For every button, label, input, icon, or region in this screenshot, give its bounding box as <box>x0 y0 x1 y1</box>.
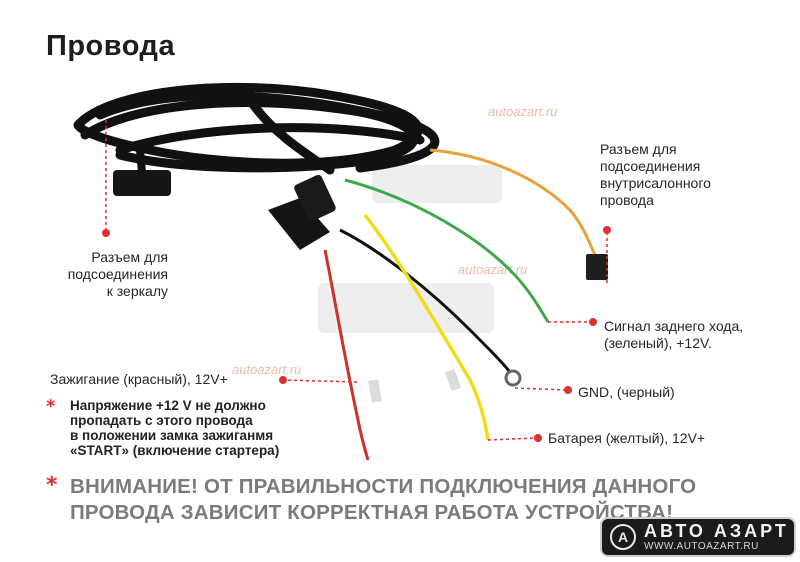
attention-warning: ВНИМАНИЕ! ОТ ПРАВИЛЬНОСТИ ПОДКЛЮЧЕНИЯ ДА… <box>70 475 697 524</box>
asterisk-marker: * <box>46 396 56 417</box>
label-gnd: GND, (черный) <box>578 384 675 400</box>
label-mirror-connector: Разъем для подсоединения к зеркалу <box>67 249 168 299</box>
yellow-wire-terminal <box>444 368 462 392</box>
brand-logo: А АВТО АЗАРТ WWW.AUTOAZART.RU <box>600 517 796 557</box>
brand-url: WWW.AUTOAZART.RU <box>644 541 759 552</box>
label-ignition: Зажигание (красный), 12V+ <box>50 371 228 387</box>
leader-dots <box>102 226 611 442</box>
interior-connector <box>586 254 608 280</box>
gnd-ring-terminal <box>504 369 522 387</box>
mirror-connector <box>113 149 171 196</box>
watermark-text: autoazart.ru <box>458 262 528 277</box>
label-interior-connector: Разъем для подсоединения внутрисалонного… <box>600 141 711 208</box>
watermark-text: autoazart.ru <box>232 362 302 377</box>
fuse-holder <box>268 174 336 250</box>
watermark-text: autoazart.ru <box>488 104 558 119</box>
leader-lines <box>105 120 608 441</box>
page-title: Провода <box>46 30 176 62</box>
label-reverse-signal: Сигнал заднего хода, (зеленый), +12V. <box>604 318 744 351</box>
brand-mark-icon: А <box>610 524 636 550</box>
red-wire-terminal <box>368 379 382 403</box>
label-battery: Батарея (желтый), 12V+ <box>548 430 706 446</box>
cable-coil <box>73 82 440 175</box>
brand-name: АВТО АЗАРТ <box>644 521 789 541</box>
asterisk-marker: * <box>46 473 58 498</box>
voltage-warning: Напряжение +12 V не должно пропадать с э… <box>70 398 280 458</box>
